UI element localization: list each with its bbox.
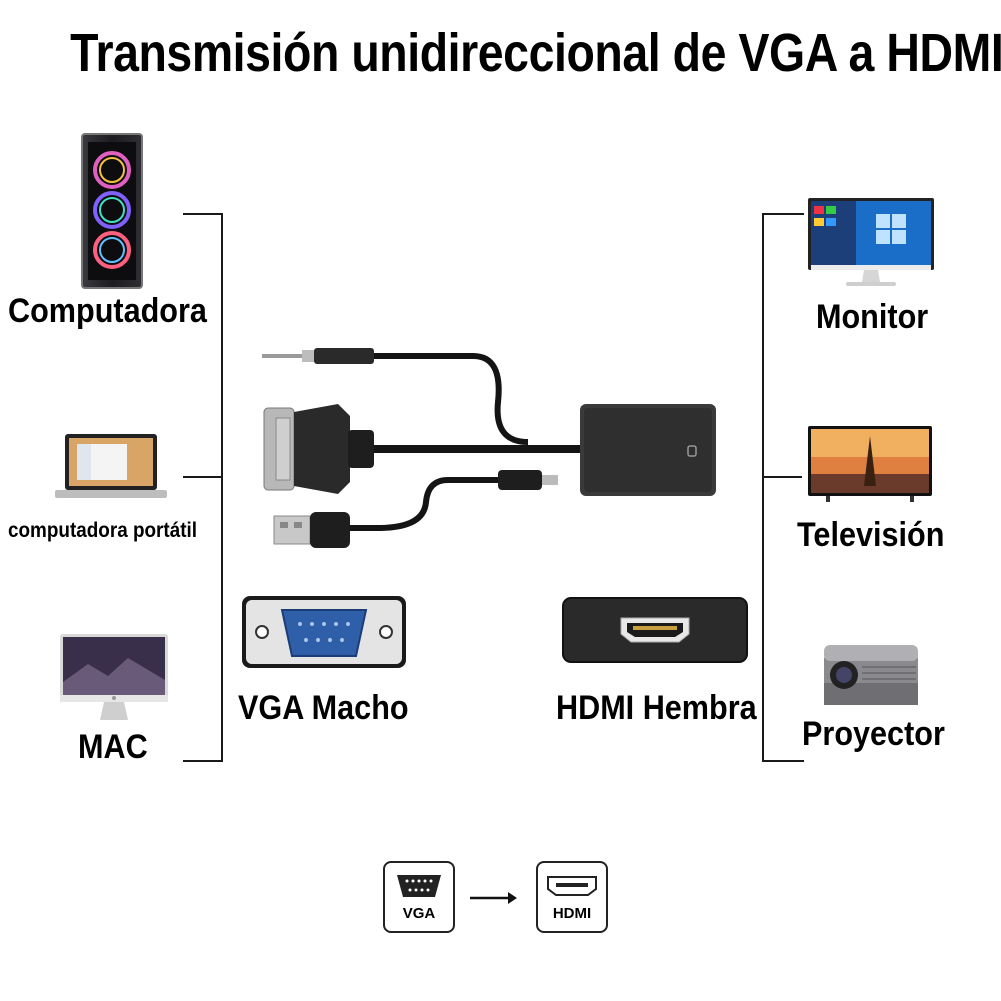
output-label-tv: Televisión: [797, 516, 945, 554]
vga-male-port-icon: [242, 596, 406, 668]
hdmi-female-port-icon: [562, 597, 748, 663]
monitor-icon: [808, 198, 934, 286]
laptop-icon: [55, 434, 167, 498]
left-bracket: [183, 213, 223, 762]
hdmi-female-label: HDMI Hembra: [556, 689, 757, 727]
right-bracket-mid-tick: [762, 476, 802, 478]
legend-from-label: VGA: [402, 905, 436, 922]
left-bracket-mid-tick: [183, 476, 221, 478]
source-label-laptop: computadora portátil: [8, 519, 198, 542]
output-label-monitor: Monitor: [816, 298, 929, 336]
legend-to-label: HDMI: [552, 905, 592, 922]
source-label-mac: MAC: [78, 728, 148, 766]
projector-icon: [824, 645, 918, 705]
right-bracket: [762, 213, 804, 762]
page-title: Transmisión unidireccional de VGA a HDMI: [70, 23, 1001, 83]
legend-hdmi-badge: HDMI: [536, 861, 608, 933]
hdmi-port-icon: [547, 876, 597, 896]
vga-port-icon: [397, 875, 441, 897]
legend-vga-badge: VGA: [383, 861, 455, 933]
vga-hdmi-adapter-icon: [262, 348, 716, 548]
output-label-projector: Proyector: [802, 715, 945, 753]
arrow-right-icon: [470, 892, 517, 904]
source-label-computer: Computadora: [8, 292, 207, 330]
tv-icon: [808, 426, 932, 502]
imac-icon: [60, 634, 168, 720]
vga-male-label: VGA Macho: [238, 689, 409, 727]
desktop-tower-icon: [81, 133, 143, 289]
